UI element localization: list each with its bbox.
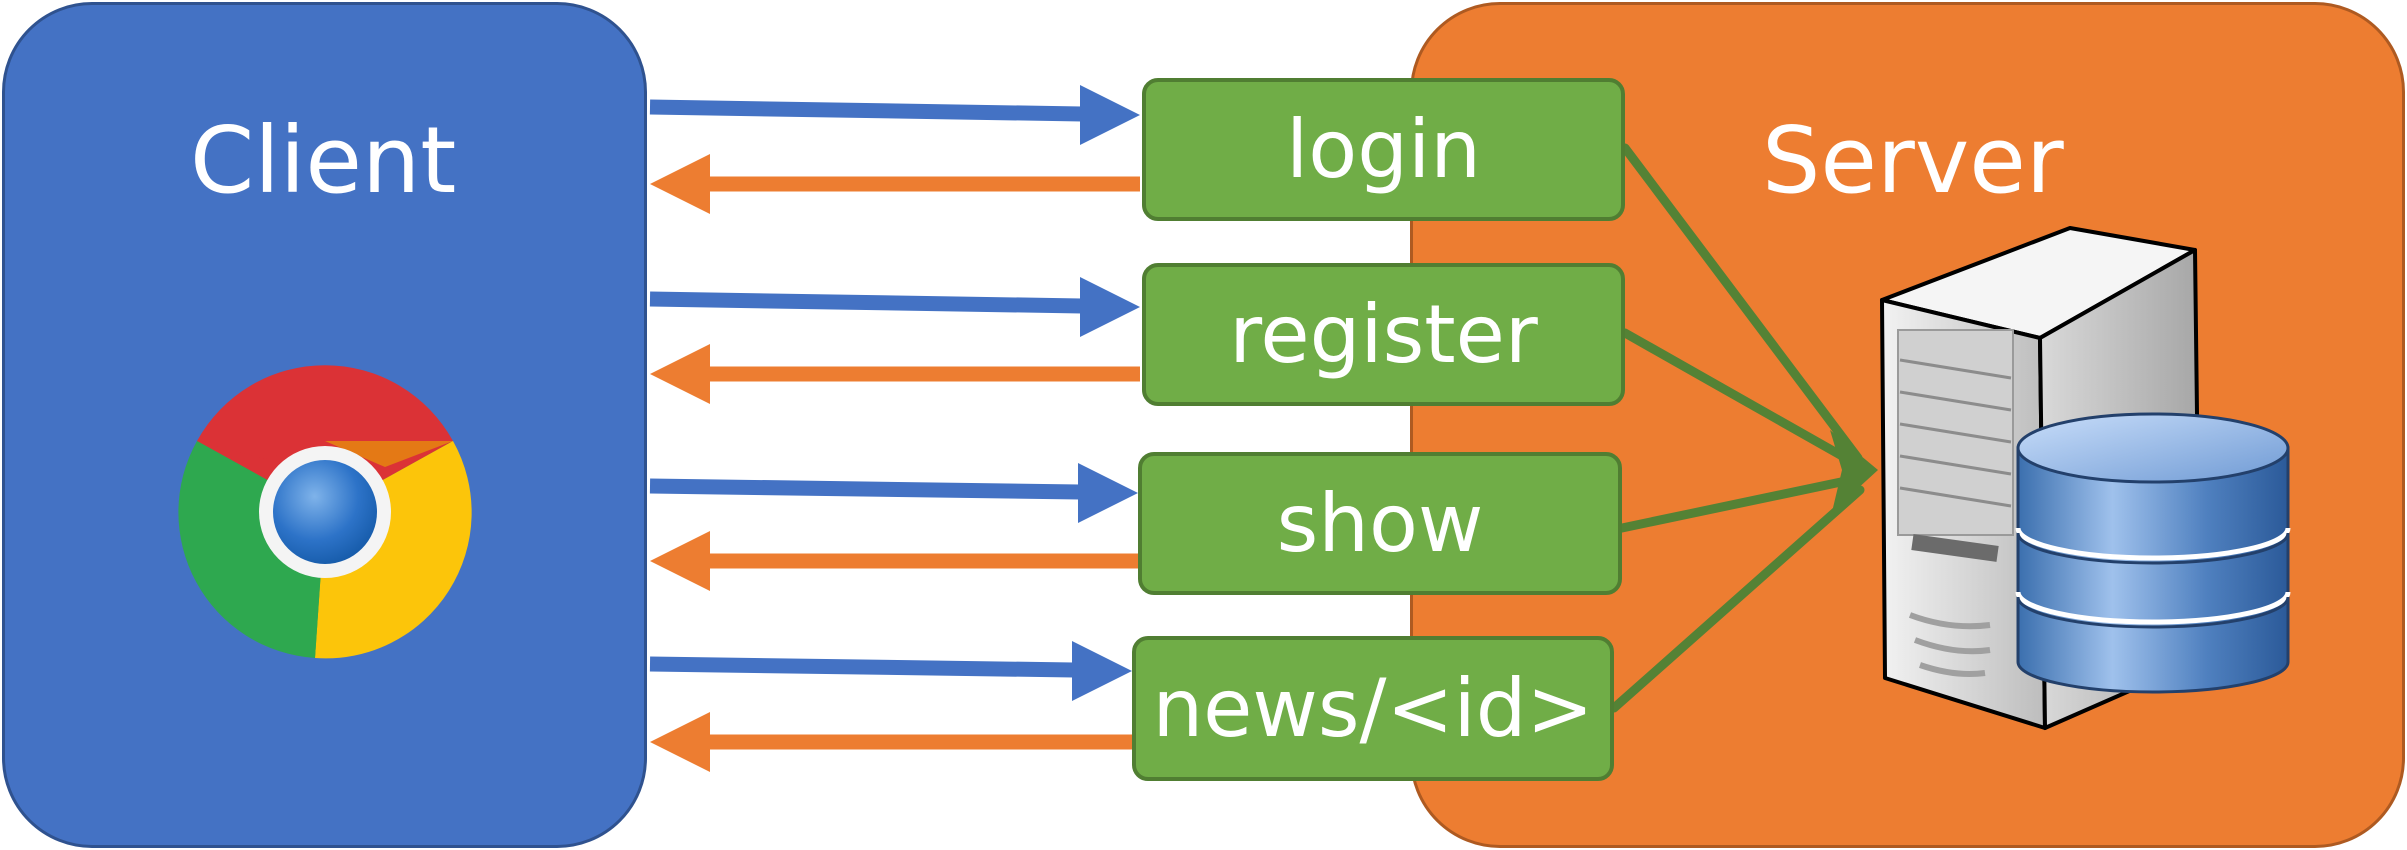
- route-login-label: login: [1286, 102, 1481, 196]
- chrome-browser-icon: [178, 365, 472, 659]
- client-title: Client: [190, 107, 457, 214]
- route-news: news/<id>: [1132, 636, 1614, 781]
- database-icon: [2015, 412, 2291, 694]
- request-arrow-show: [649, 463, 1138, 523]
- response-arrow-login: [650, 154, 1140, 214]
- response-arrow-register: [650, 344, 1140, 404]
- request-arrow-register: [649, 277, 1140, 337]
- route-news-label: news/<id>: [1152, 661, 1594, 755]
- route-show: show: [1138, 452, 1622, 595]
- route-login: login: [1142, 78, 1625, 221]
- response-arrow-show: [650, 531, 1138, 591]
- link-arrowhead: [1830, 430, 1878, 512]
- request-arrow-login: [649, 85, 1140, 145]
- route-show-label: show: [1276, 476, 1484, 570]
- response-arrow-news: [650, 712, 1132, 772]
- link-news-server: [1609, 485, 1865, 713]
- server-title: Server: [1762, 107, 2064, 214]
- link-register-server: [1620, 328, 1863, 470]
- route-register: register: [1142, 263, 1625, 406]
- link-show-server: [1617, 473, 1865, 533]
- route-register-label: register: [1229, 287, 1538, 381]
- route-links: [1609, 143, 1865, 713]
- request-arrow-news: [649, 641, 1132, 701]
- link-login-server: [1620, 143, 1863, 463]
